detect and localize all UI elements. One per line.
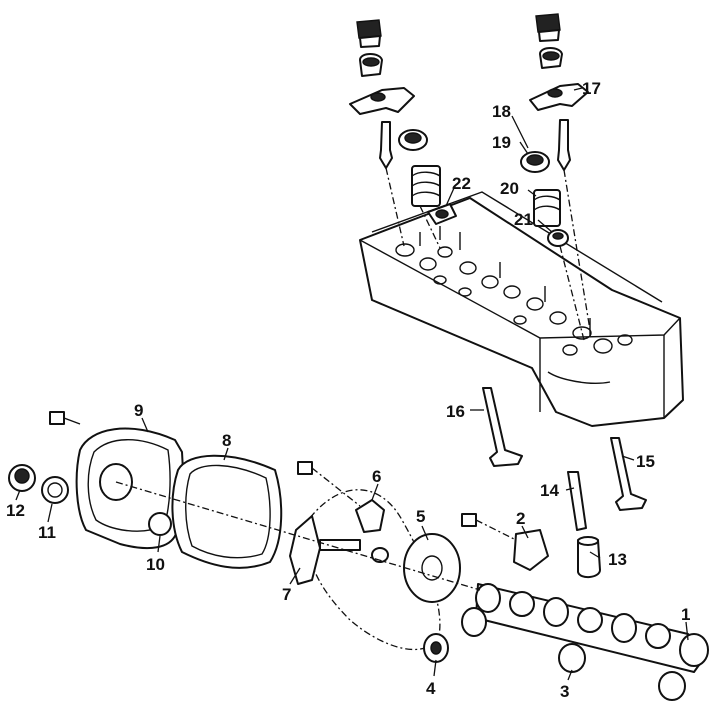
cam-bearing-3 <box>558 643 586 673</box>
valve-train-left <box>349 19 457 249</box>
callout-11: 11 <box>38 523 56 542</box>
callout-16: 16 <box>446 402 465 421</box>
callout-labels: 1 2 3 4 5 6 7 8 9 10 11 12 13 14 15 16 1… <box>6 79 690 701</box>
seal-10 <box>148 512 172 536</box>
callout-1: 1 <box>681 605 690 624</box>
valve-15 <box>610 437 647 511</box>
cam-bearing-right <box>658 671 686 701</box>
valve-train-right <box>520 13 591 341</box>
callout-8: 8 <box>222 431 231 450</box>
thrust-plate-2 <box>461 513 549 571</box>
callout-17: 17 <box>582 79 601 98</box>
seal-12 <box>8 464 36 492</box>
sprocket-4 <box>423 633 449 663</box>
sprocket-5 <box>319 533 461 603</box>
callout-19: 19 <box>492 133 511 152</box>
callout-15: 15 <box>636 452 655 471</box>
callout-2: 2 <box>516 509 525 528</box>
callout-5: 5 <box>416 507 425 526</box>
callout-14: 14 <box>540 481 559 500</box>
callout-22: 22 <box>452 174 471 193</box>
tensioner-6 <box>297 461 385 533</box>
cam-bearing-left <box>461 607 487 637</box>
callout-6: 6 <box>372 467 381 486</box>
callout-9: 9 <box>134 401 143 420</box>
callout-18: 18 <box>492 102 511 121</box>
lifter-13 <box>577 536 601 578</box>
seal-11 <box>41 476 69 504</box>
callout-10: 10 <box>146 555 165 574</box>
valve-16 <box>482 387 523 467</box>
pushrod-14 <box>567 471 587 531</box>
callout-21: 21 <box>514 210 533 229</box>
cylinder-head <box>359 191 684 427</box>
callout-20: 20 <box>500 179 519 198</box>
callout-7: 7 <box>282 585 291 604</box>
gasket-8 <box>171 454 283 569</box>
callout-13: 13 <box>608 550 627 569</box>
callout-leaders <box>15 87 689 681</box>
callout-12: 12 <box>6 501 25 520</box>
callout-3: 3 <box>560 682 569 701</box>
bolt-cover <box>49 411 81 425</box>
callout-4: 4 <box>426 679 436 698</box>
camshaft-1 <box>475 583 709 673</box>
